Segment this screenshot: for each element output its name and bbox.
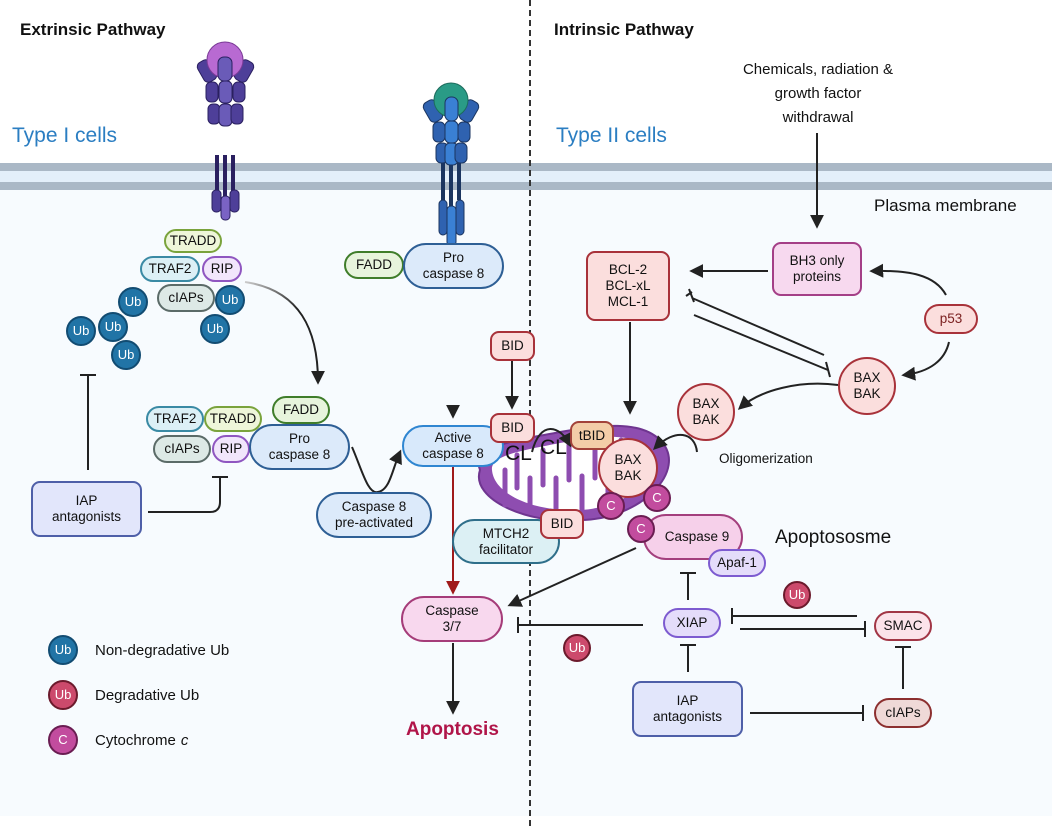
- active-caspase8-node[interactable]: Active caspase 8: [402, 425, 504, 467]
- legend-label: Non-degradative Ub: [95, 641, 230, 659]
- ub-degradative: Ub: [783, 581, 811, 609]
- stimulus-line: Chemicals, radiation &: [742, 61, 894, 78]
- ub-non-degradative: Ub: [98, 312, 128, 342]
- pro-caspase8-node[interactable]: Pro caspase 8: [403, 243, 504, 289]
- node-label: BCL-2: [608, 262, 648, 277]
- ub-non-degradative: Ub: [200, 314, 230, 344]
- ciaps-node[interactable]: cIAPs: [157, 284, 215, 312]
- ub-non-degradative: Ub: [118, 287, 148, 317]
- node-label: Pro: [288, 431, 310, 446]
- smac-node[interactable]: SMAC: [874, 611, 932, 641]
- death-receptor-purple-icon: [196, 41, 255, 221]
- node-label: BAX: [614, 452, 642, 467]
- bid-node-top[interactable]: BID: [490, 331, 535, 361]
- cardiolipin-label: CL: [505, 442, 532, 465]
- bcl2-family-node[interactable]: BCL-2 BCL-xL MCL-1: [586, 251, 670, 321]
- node-label: BAK: [853, 386, 881, 401]
- node-label: BCL-xL: [605, 278, 651, 293]
- cytochrome-c: C: [627, 515, 655, 543]
- plasma-membrane-inner-leaflet: [0, 182, 1052, 190]
- legend-item: Ub Degradative Ub: [48, 679, 229, 711]
- bax-bak-mid-node[interactable]: BAX BAK: [677, 383, 735, 441]
- node-label: IAP: [676, 693, 699, 708]
- plasma-membrane-outer-leaflet: [0, 163, 1052, 171]
- ub-non-degradative: Ub: [111, 340, 141, 370]
- legend-label: Cytochrome: [95, 731, 176, 749]
- bid-node-low[interactable]: BID: [540, 509, 584, 539]
- pro-caspase8-node-complex2[interactable]: Pro caspase 8: [249, 424, 350, 470]
- legend: Ub Non-degradative Ub Ub Degradative Ub …: [48, 634, 229, 756]
- traf2-node-complex2[interactable]: TRAF2: [146, 406, 204, 432]
- node-label: BAK: [614, 468, 642, 483]
- plasma-membrane-label: Plasma membrane: [874, 196, 1017, 215]
- ub-non-degradative: Ub: [215, 285, 245, 315]
- node-label: caspase 8: [268, 447, 331, 462]
- ub-non-degradative-icon: Ub: [48, 635, 78, 665]
- node-label: pre-activated: [334, 515, 414, 530]
- node-label: caspase 8: [422, 266, 485, 281]
- node-label: BAX: [853, 370, 881, 385]
- apaf1-node[interactable]: Apaf-1: [708, 549, 766, 577]
- traf2-node[interactable]: TRAF2: [140, 256, 200, 282]
- node-label: MCL-1: [607, 294, 649, 309]
- legend-item: Ub Non-degradative Ub: [48, 634, 229, 666]
- legend-item: C Cytochrome c: [48, 724, 229, 756]
- apoptosome-label: Apoptososme: [775, 527, 892, 548]
- tradd-node[interactable]: TRADD: [164, 229, 222, 253]
- node-label: proteins: [792, 269, 842, 284]
- node-label: BAK: [692, 412, 720, 427]
- ub-degradative: Ub: [563, 634, 591, 662]
- node-label: antagonists: [51, 509, 122, 524]
- node-label: BH3 only: [789, 253, 845, 268]
- plasma-membrane-core: [0, 171, 1052, 182]
- death-receptor-blue-icon: [422, 82, 480, 247]
- tradd-node-complex2[interactable]: TRADD: [204, 406, 262, 432]
- ub-non-degradative: Ub: [66, 316, 96, 346]
- node-label: antagonists: [652, 709, 723, 724]
- rip-node-complex2[interactable]: RIP: [212, 435, 250, 463]
- stimulus-label: Chemicals, radiation & growth factor wit…: [720, 58, 916, 130]
- legend-label-italic: c: [180, 731, 189, 749]
- ub-degradative-icon: Ub: [48, 680, 78, 710]
- type1-cells-label: Type I cells: [12, 124, 118, 147]
- p53-node[interactable]: p53: [924, 304, 978, 334]
- node-label: Caspase: [425, 603, 479, 618]
- stimulus-line: withdrawal: [782, 109, 854, 126]
- intrinsic-pathway-title: Intrinsic Pathway: [554, 20, 694, 39]
- cytochrome-c: C: [643, 484, 671, 512]
- rip-node[interactable]: RIP: [202, 256, 242, 282]
- node-label: 3/7: [442, 619, 462, 634]
- extrinsic-pathway-title: Extrinsic Pathway: [20, 20, 166, 39]
- bax-bak-right-node[interactable]: BAX BAK: [838, 357, 896, 415]
- ciaps-node-complex2[interactable]: cIAPs: [153, 435, 211, 463]
- xiap-node[interactable]: XIAP: [663, 608, 721, 638]
- node-label: IAP: [75, 493, 98, 508]
- node-label: facilitator: [478, 541, 534, 557]
- node-label: caspase 8: [422, 446, 484, 461]
- caspase8-preactivated-node[interactable]: Caspase 8 pre-activated: [316, 492, 432, 538]
- oligomerization-label: Oligomerization: [719, 451, 813, 466]
- node-label: Caspase 8: [341, 499, 407, 514]
- node-label: MTCH2: [482, 525, 530, 541]
- caspase9-node[interactable]: Caspase 9: [643, 514, 743, 560]
- ciaps-node-right[interactable]: cIAPs: [874, 698, 932, 728]
- cytochrome-c: C: [597, 492, 625, 520]
- iap-antagonists-right[interactable]: IAP antagonists: [632, 681, 743, 737]
- apoptosis-label: Apoptosis: [406, 719, 499, 740]
- bid-node-mid[interactable]: BID: [490, 413, 535, 443]
- legend-label: Degradative Ub: [95, 686, 200, 704]
- stimulus-line: growth factor: [774, 85, 862, 102]
- node-label: Active: [434, 430, 472, 445]
- node-label: Pro: [442, 250, 464, 265]
- node-label: BAX: [692, 396, 720, 411]
- fadd-node-complex2[interactable]: FADD: [272, 396, 330, 424]
- bh3-only-proteins-node[interactable]: BH3 only proteins: [772, 242, 862, 296]
- fadd-node[interactable]: FADD: [344, 251, 404, 279]
- type2-cells-label: Type II cells: [556, 124, 667, 147]
- cardiolipin-label: CL: [540, 436, 567, 459]
- caspase37-node[interactable]: Caspase 3/7: [401, 596, 503, 642]
- iap-antagonists-left[interactable]: IAP antagonists: [31, 481, 142, 537]
- cytochrome-c-icon: C: [48, 725, 78, 755]
